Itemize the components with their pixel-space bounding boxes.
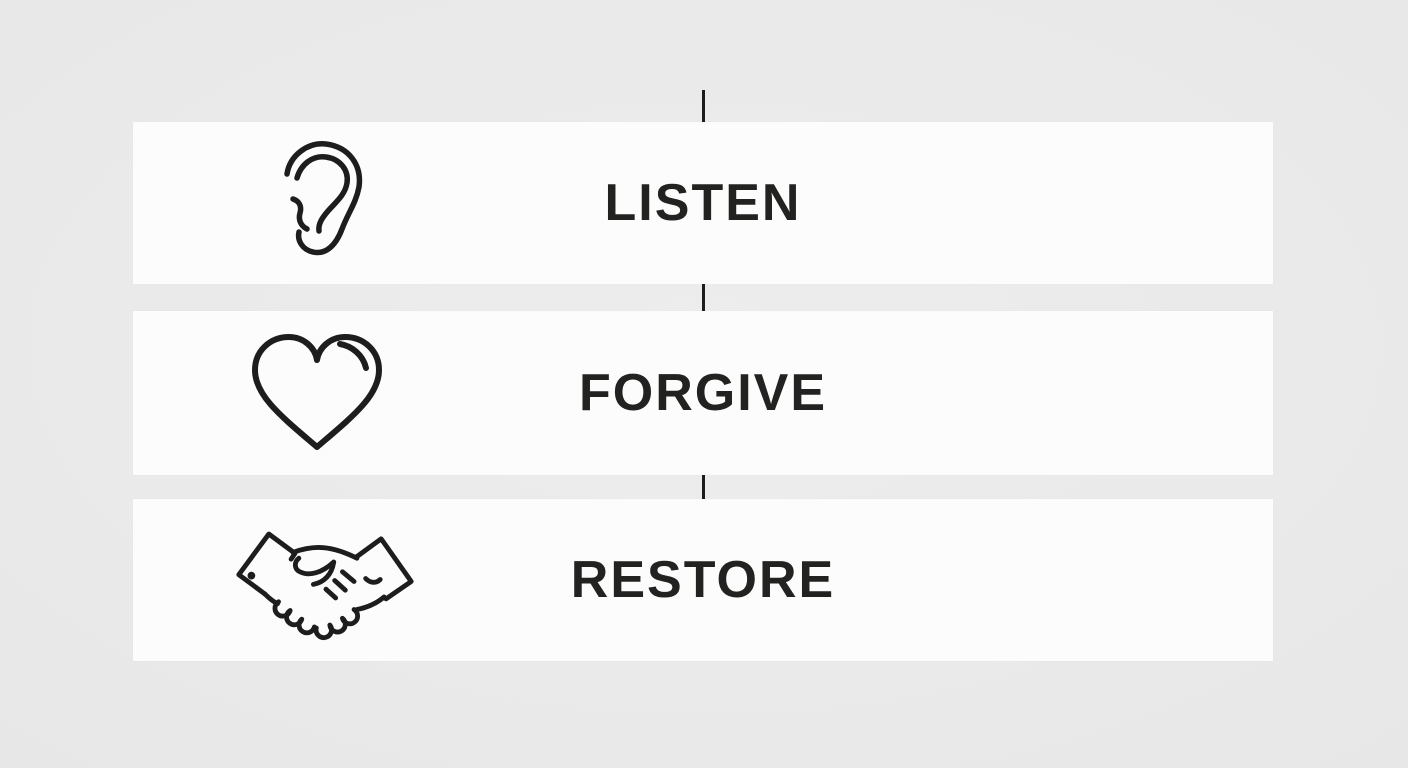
step-row-forgive: FORGIVE: [133, 311, 1273, 475]
step-label-listen: LISTEN: [604, 174, 802, 232]
step-row-listen: LISTEN: [133, 122, 1273, 284]
ear-icon: [278, 138, 380, 268]
step-label-restore: RESTORE: [570, 551, 836, 609]
step-row-restore: RESTORE: [133, 499, 1273, 661]
step-label-forgive: FORGIVE: [578, 364, 828, 422]
connector-line-top: [702, 90, 705, 148]
connector-line-middle: [702, 284, 705, 331]
heart-icon: [242, 328, 392, 458]
connector-line-bottom: [702, 473, 705, 521]
handshake-icon: [233, 519, 417, 641]
